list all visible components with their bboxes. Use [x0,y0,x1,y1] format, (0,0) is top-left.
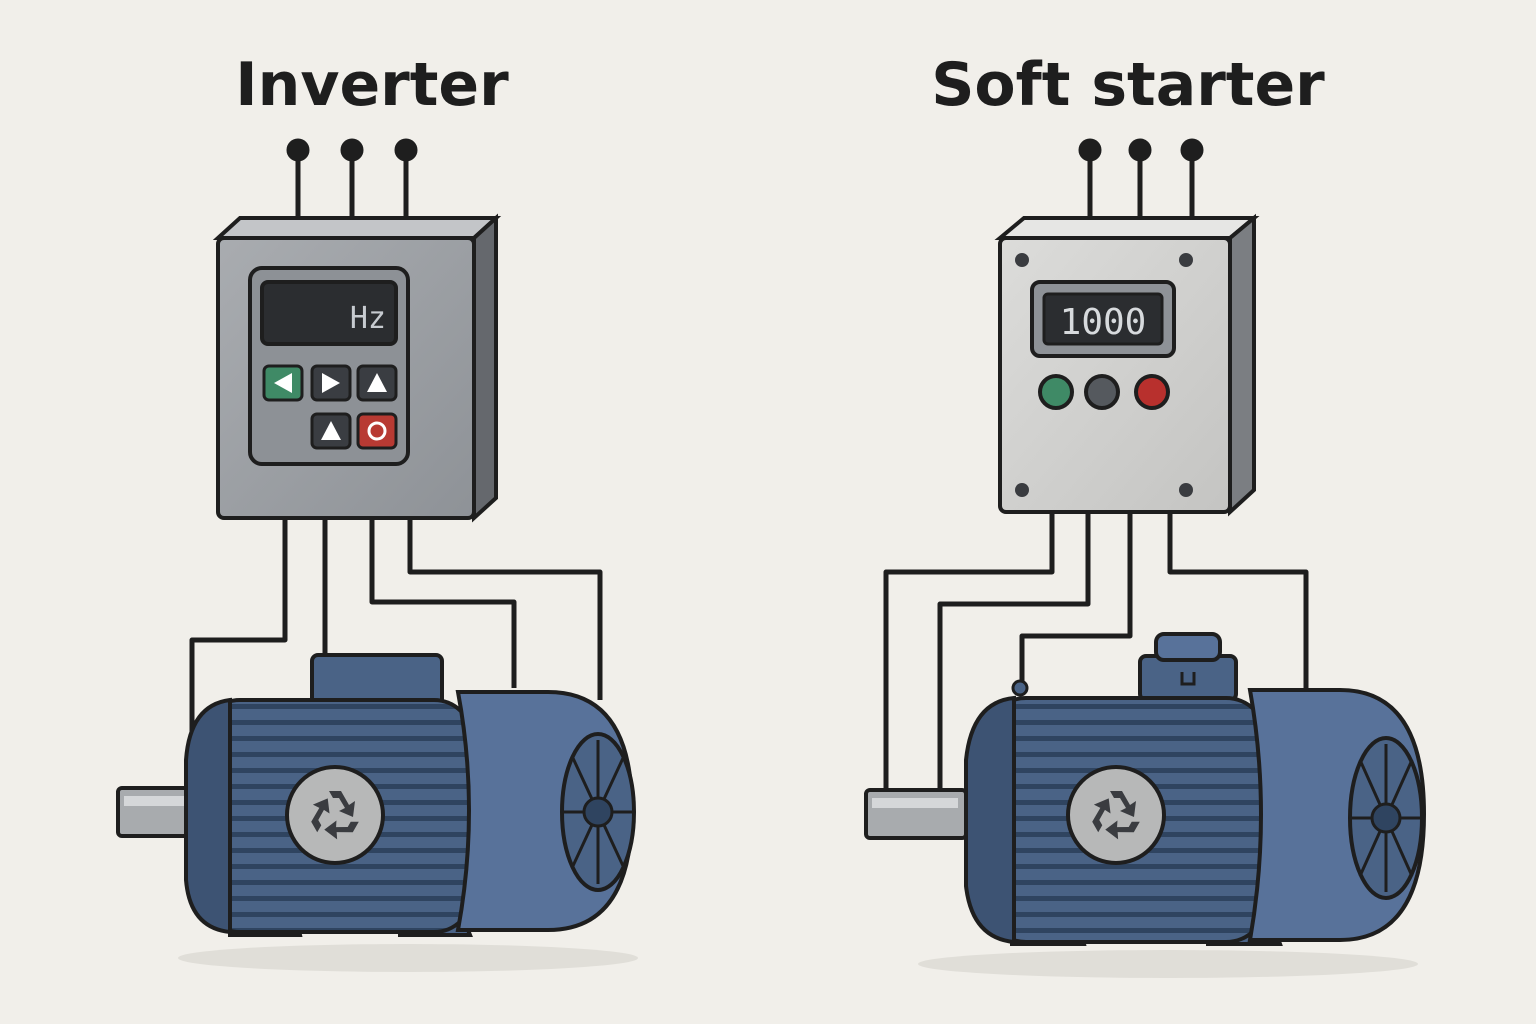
inverter-group: Inverter Hz [116,50,638,972]
inverter-supply-terminals [286,138,418,222]
inverter-motor [116,653,638,972]
right-arrow-button[interactable] [310,364,352,402]
power-icon [367,421,387,441]
up-arrow-button[interactable] [356,364,398,402]
motor-fan-cover [1247,688,1427,942]
up-arrow-icon [367,373,387,392]
inverter-title: Inverter [235,50,509,120]
soft-starter-supply-terminals [1078,138,1204,222]
soft-starter-title: Soft starter [931,50,1325,120]
green-button[interactable] [1038,374,1074,410]
gray-button[interactable] [1084,374,1120,410]
soft-starter-group: Soft starter 1000 [864,50,1427,978]
motor-badge [285,765,385,865]
motor-shaft [864,788,968,840]
soft-starter-enclosure [994,213,1260,517]
up-arrow-button-2[interactable] [310,412,352,450]
motor-badge [1066,765,1166,865]
soft-starter-display: 1000 [1030,280,1176,358]
inverter-enclosure [212,213,502,523]
right-arrow-icon [322,373,340,393]
motor-terminal-box [1138,632,1238,702]
soft-starter-buttons [1038,374,1170,410]
inverter-display-text: Hz [350,301,386,336]
motor-fan-cover [455,690,636,932]
stop-power-button[interactable] [356,412,398,450]
inverter-output-cables [189,518,603,732]
red-button[interactable] [1134,374,1170,410]
soft-starter-display-text: 1000 [1060,302,1147,343]
motor-shaft [116,786,200,838]
soft-starter-motor [864,632,1427,978]
left-arrow-button[interactable] [262,364,304,402]
inverter-keypad [262,364,398,450]
up-arrow-icon [321,421,341,440]
inverter-display: Hz [260,280,398,346]
soft-starter-output-cables [883,512,1309,790]
enclosure-screws [1015,253,1193,497]
left-arrow-icon [274,373,292,393]
